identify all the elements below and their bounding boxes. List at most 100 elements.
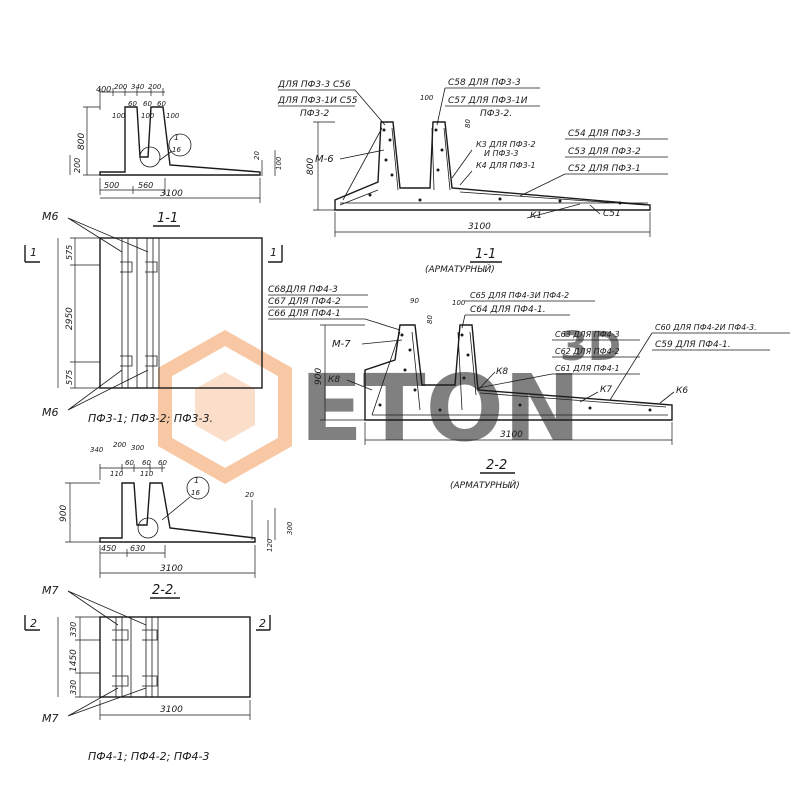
dim-100b: 100: [141, 112, 155, 120]
dim-400: 400: [96, 85, 111, 94]
dim-340: 340: [131, 83, 145, 91]
section-2-2-view: 1 16 340 200 300 60 60 60 110 110 900 20…: [59, 441, 294, 599]
dim-800: 800: [77, 133, 87, 150]
dim-200-v2: 200: [113, 441, 127, 449]
dim-arm2-80: 80: [426, 315, 434, 324]
rebar-dots-arm1: [368, 128, 622, 205]
dim-575-bottom: 575: [65, 370, 74, 385]
dim-110a: 110: [110, 470, 124, 478]
label-c53: С53 ДЛЯ ПФ3-2: [568, 147, 641, 157]
watermark-logo-icon: [158, 329, 292, 485]
watermark-text: ETON: [300, 355, 581, 462]
cut-mark-2-right: 2: [259, 617, 266, 630]
dim-3100: 3100: [160, 189, 183, 199]
dim-120: 120: [266, 538, 274, 552]
label-mesh-m7: М-7: [332, 339, 351, 350]
armature-2-2: С68ДЛЯ ПФ4-3 С67 ДЛЯ ПФ4-2 С66 ДЛЯ ПФ4-1…: [268, 285, 790, 491]
label-k8-left: К8: [328, 375, 340, 385]
label-c58: С58 ДЛЯ ПФ3-3: [448, 78, 521, 88]
dim-300-right: 300: [286, 521, 294, 535]
label-c57: С57 ДЛЯ ПФ3-1И: [448, 96, 528, 106]
label-c67: С67 ДЛЯ ПФ4-2: [268, 297, 341, 307]
plan-pf3-caption: ПФ3-1; ПФ3-2; ПФ3-3.: [88, 412, 213, 425]
dim-200b: 200: [148, 83, 162, 91]
cut-mark-right: 1: [270, 246, 277, 259]
dim-arm2-900: 900: [314, 368, 324, 385]
dim-100a: 100: [112, 112, 126, 120]
armature-1-1-subtitle: (АРМАТУРНЫЙ): [425, 263, 495, 275]
label-c64: С64 ДЛЯ ПФ4-1.: [470, 305, 546, 315]
mark-m7-bottom: M7: [42, 712, 59, 725]
dim-20: 20: [253, 151, 261, 160]
dim-900: 900: [59, 505, 69, 522]
dim-arm1-3100: 3100: [468, 222, 491, 232]
dim-arm1-80: 80: [464, 119, 472, 128]
label-k8-mid: К8: [496, 367, 508, 377]
dim-300-v2: 300: [131, 444, 145, 452]
dim-100c: 100: [166, 112, 180, 120]
label-k3-sub: И ПФ3-3: [484, 149, 519, 158]
plan-pf3: 575 2950 575 M6 M6 1 1 ПФ3-1; ПФ3-2; ПФ3…: [24, 210, 283, 425]
label-c51: С51: [603, 209, 621, 219]
label-pf3-2-left: ПФ3-2: [300, 109, 329, 119]
dim-200-left: 200: [73, 158, 82, 173]
dim-500: 500: [104, 181, 119, 190]
label-c56: ДЛЯ ПФ3-3 С56: [277, 80, 351, 90]
dim-arm1-100a: 100: [420, 94, 434, 102]
section-1-1-view: 1 16 400 200 340 200 60 60 60 100 100 10…: [69, 83, 283, 227]
dim-200: 200: [114, 83, 128, 91]
dim-100-right: 100: [275, 156, 283, 170]
dim-3100-plan2: 3100: [160, 705, 183, 715]
dim-2950: 2950: [65, 307, 75, 330]
label-c68: С68ДЛЯ ПФ4-3: [268, 285, 338, 295]
dim-3100-v2: 3100: [160, 564, 183, 574]
label-k6: К6: [676, 386, 688, 396]
mark-m6-top: M6: [42, 210, 59, 223]
dim-560: 560: [138, 181, 153, 190]
armature-2-2-subtitle: (АРМАТУРНЫЙ): [450, 479, 520, 491]
plan-pf4: 330 1450 330 M7 M7 2 2 3100 ПФ4-1; ПФ4-2…: [24, 584, 271, 763]
section-1-1-title: 1-1: [157, 211, 178, 226]
armature-2-2-title: 2-2: [486, 458, 507, 473]
armature-1-1-title: 1-1: [475, 247, 496, 262]
dim-330-top: 330: [69, 622, 78, 637]
label-k4: К4 ДЛЯ ПФ3-1: [476, 161, 536, 170]
rebar-dots-arm2: [378, 333, 652, 412]
label-k7: К7: [600, 385, 612, 395]
mark-m7-top: M7: [42, 584, 59, 597]
dim-60c: 60: [157, 100, 166, 108]
label-c66: С66 ДЛЯ ПФ4-1: [268, 309, 341, 319]
dim-arm2-100: 100: [452, 299, 466, 307]
label-k3: К3 ДЛЯ ПФ3-2: [476, 140, 536, 149]
watermark-badge: 3D: [560, 324, 621, 370]
label-c61: С61 ДЛЯ ПФ4-1: [555, 364, 620, 373]
callout-2-den: 16: [191, 489, 200, 497]
dim-630: 630: [130, 544, 145, 553]
watermark: ETON 3D: [158, 324, 621, 485]
callout-1-num: 1: [174, 133, 179, 142]
label-c62: С62 ДЛЯ ПФ4-2: [555, 347, 620, 356]
dim-arm2-90: 90: [410, 297, 419, 305]
dim-1450: 1450: [69, 649, 79, 672]
callout-1-den: 16: [172, 146, 181, 154]
label-c52: С52 ДЛЯ ПФ3-1: [568, 164, 641, 174]
cut-mark-left: 1: [30, 246, 37, 259]
label-c59: С59 ДЛЯ ПФ4-1.: [655, 340, 731, 350]
dim-450: 450: [101, 544, 116, 553]
dim-340-v2: 340: [90, 446, 104, 454]
dim-60a: 60: [128, 100, 137, 108]
armature-1-1: ДЛЯ ПФ3-3 С56 ДЛЯ ПФ3-1И С55 ПФ3-2 С58 Д…: [277, 78, 668, 275]
dim-330-bottom: 330: [69, 680, 78, 695]
callout-2-num: 1: [194, 476, 199, 485]
label-c54: С54 ДЛЯ ПФ3-3: [568, 129, 641, 139]
dim-60b-v2: 60: [142, 459, 151, 467]
dim-575-top: 575: [65, 245, 74, 260]
dim-arm1-800: 800: [306, 158, 316, 175]
label-mesh-m6: М-6: [315, 154, 334, 165]
label-c63: С63 ДЛЯ ПФ4-3: [555, 330, 620, 339]
dim-60b: 60: [143, 100, 152, 108]
dim-arm2-3100: 3100: [500, 430, 523, 440]
label-c65: С65 ДЛЯ ПФ4-3И ПФ4-2: [470, 291, 569, 300]
section-2-2-title: 2-2.: [152, 583, 177, 598]
